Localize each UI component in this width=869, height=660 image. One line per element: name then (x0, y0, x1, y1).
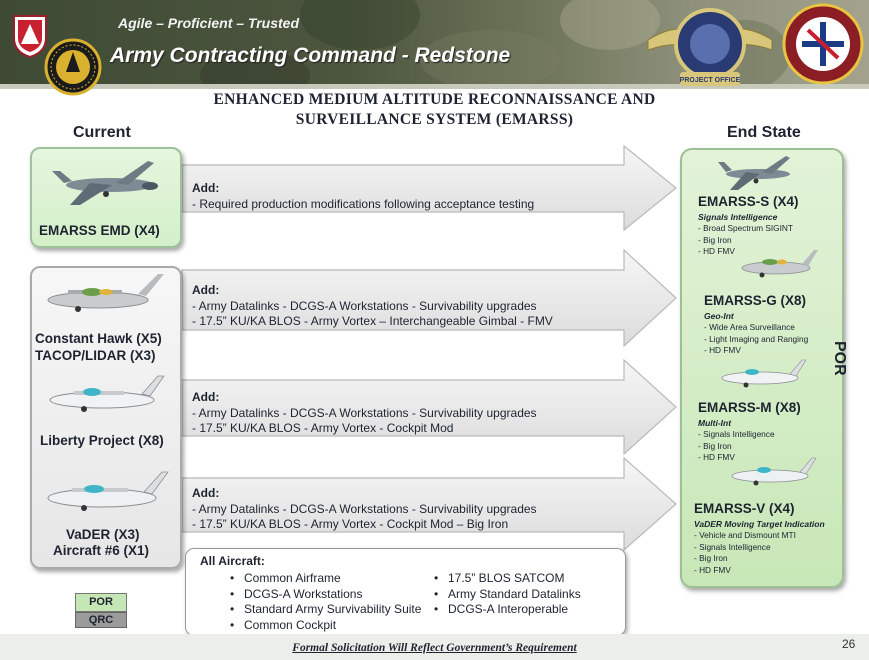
arrow-emd (181, 144, 677, 232)
army-materiel-command-badge-icon (44, 38, 102, 96)
all-aircraft-item: DCGS-A Interoperable (434, 602, 581, 618)
add-line: - Army Datalinks - DCGS-A Workstations -… (192, 298, 537, 313)
slide-title-line1: ENHANCED MEDIUM ALTITUDE RECONNAISSANCE … (213, 91, 656, 108)
emarss-v-capabilities: - Vehicle and Dismount MTI - Signals Int… (694, 530, 796, 576)
add-title: Add: (192, 486, 220, 500)
capability-item: - Signals Intelligence (698, 429, 775, 439)
emarss-g-subtitle: Geo-Int (704, 311, 734, 321)
legend-qrc: QRC (75, 612, 127, 628)
all-aircraft-item: Standard Army Survivability Suite (230, 602, 421, 618)
all-aircraft-title: All Aircraft: (200, 554, 265, 568)
emarss-v-title: EMARSS-V (X4) (694, 501, 795, 516)
add-line: - 17.5” KU/KA BLOS - Army Vortex – Inter… (192, 314, 553, 328)
page-number: 26 (842, 637, 856, 651)
slide-title-line2: SURVEILLANCE SYSTEM (EMARSS) (295, 111, 574, 128)
capability-item: - Big Iron (694, 553, 728, 563)
army-contracting-command-redstone-seal-icon (782, 3, 864, 85)
capability-item: - Signals Intelligence (694, 541, 771, 552)
constant-hawk-aircraft-icon (47, 274, 164, 312)
emarss-v-subtitle: VaDER Moving Target Indication (694, 519, 825, 529)
liberty-project-label: Liberty Project (X8) (40, 433, 164, 448)
add-block-vader: Add: - Army Datalinks - DCGS-A Workstati… (192, 486, 537, 533)
header-stripe (0, 84, 869, 89)
emarss-m-title: EMARSS-M (X8) (698, 400, 801, 415)
capability-item: - Big Iron (698, 440, 732, 451)
add-line: - Army Datalinks - DCGS-A Workstations -… (192, 501, 537, 516)
all-aircraft-box: All Aircraft: Common Airframe DCGS-A Wor… (185, 548, 626, 636)
all-aircraft-item: Army Standard Datalinks (434, 587, 581, 603)
capability-item: - HD FMV (704, 345, 741, 355)
capability-item: - HD FMV (694, 564, 731, 575)
arrow-liberty (181, 358, 677, 456)
header-tagline: Agile – Proficient – Trusted (118, 15, 300, 31)
emarss-s-aircraft-icon (718, 156, 790, 190)
capability-item: - Broad Spectrum SIGINT (698, 223, 793, 233)
all-aircraft-left-list: Common Airframe DCGS-A Workstations Stan… (230, 571, 421, 633)
project-office-text: PROJECT OFFICE (680, 77, 741, 84)
current-column-heading: Current (73, 124, 131, 141)
add-title: Add: (192, 390, 220, 404)
end-state-column-heading: End State (727, 124, 801, 141)
vader-aircraft-icon (47, 471, 169, 511)
add-line: - Required production modifications foll… (192, 196, 535, 211)
all-aircraft-item: DCGS-A Workstations (230, 587, 421, 603)
current-other-aircraft-panel: Constant Hawk (X5) TACOP/LIDAR (X3) Libe… (30, 266, 182, 569)
add-block-constant-hawk: Add: - Army Datalinks - DCGS-A Workstati… (192, 283, 553, 330)
add-block-liberty: Add: - Army Datalinks - DCGS-A Workstati… (192, 390, 537, 437)
capability-item: - HD FMV (698, 246, 735, 256)
all-aircraft-item: 17.5” BLOS SATCOM (434, 571, 581, 587)
capability-item: - HD FMV (698, 452, 735, 462)
emarss-v-aircraft-icon (731, 457, 817, 486)
add-line: - 17.5” KU/KA BLOS - Army Vortex - Cockp… (192, 421, 454, 435)
emarss-m-aircraft-icon (721, 359, 807, 388)
add-line: - Army Datalinks - DCGS-A Workstations -… (192, 405, 537, 420)
project-office-winged-emblem-icon: PROJECT OFFICE (647, 8, 773, 86)
aircraft-6-label: Aircraft #6 (X1) (53, 543, 150, 558)
emarss-s-title: EMARSS-S (X4) (698, 194, 799, 209)
emarss-emd-label: EMARSS EMD (X4) (39, 223, 160, 238)
add-title: Add: (192, 181, 220, 195)
por-vertical-label: POR (831, 341, 848, 376)
all-aircraft-item: Common Airframe (230, 571, 421, 587)
emarss-m-subtitle: Multi-Int (698, 418, 732, 428)
tacop-lidar-label: TACOP/LIDAR (X3) (35, 348, 156, 363)
end-state-panel: EMARSS-S (X4) Signals Intelligence - Bro… (680, 148, 844, 588)
vader-label: VaDER (X3) (66, 527, 140, 542)
footer-disclaimer: Formal Solicitation Will Reflect Governm… (292, 642, 577, 654)
slide-title: ENHANCED MEDIUM ALTITUDE RECONNAISSANCE … (0, 90, 869, 130)
footer-band (0, 634, 869, 660)
capability-item: - Vehicle and Dismount MTI (694, 530, 796, 540)
arrow-constant-hawk (181, 248, 677, 348)
emarss-s-subtitle: Signals Intelligence (698, 212, 778, 222)
emarss-emd-aircraft-icon (52, 161, 158, 205)
header-org-title: Army Contracting Command - Redstone (110, 44, 511, 67)
all-aircraft-item: Common Cockpit (230, 618, 421, 634)
capability-item: - Wide Area Surveillance (704, 322, 795, 332)
emarss-m-capabilities: - Signals Intelligence - Big Iron - HD F… (698, 429, 775, 464)
emarss-g-title: EMARSS-G (X8) (704, 293, 807, 308)
legend-por: POR (75, 593, 127, 612)
all-aircraft-right-list: 17.5” BLOS SATCOM Army Standard Datalink… (434, 571, 581, 618)
add-title: Add: (192, 283, 220, 297)
capability-item: - Big Iron (698, 234, 732, 245)
current-emarss-emd-panel: EMARSS EMD (X4) (30, 147, 182, 248)
arrow-vader (181, 456, 677, 552)
add-block-emd: Add: - Required production modifications… (192, 181, 534, 212)
constant-hawk-label: Constant Hawk (X5) (35, 331, 162, 346)
emarss-g-capabilities: - Wide Area Surveillance - Light Imaging… (704, 322, 808, 357)
emarss-g-aircraft-icon (741, 250, 818, 278)
amc-shield-icon (13, 15, 47, 58)
add-line: - 17.5” KU/KA BLOS - Army Vortex - Cockp… (192, 517, 509, 531)
emarss-s-capabilities: - Broad Spectrum SIGINT - Big Iron - HD … (698, 223, 793, 258)
liberty-project-aircraft-icon (49, 375, 165, 412)
capability-item: - Light Imaging and Ranging (704, 333, 809, 344)
